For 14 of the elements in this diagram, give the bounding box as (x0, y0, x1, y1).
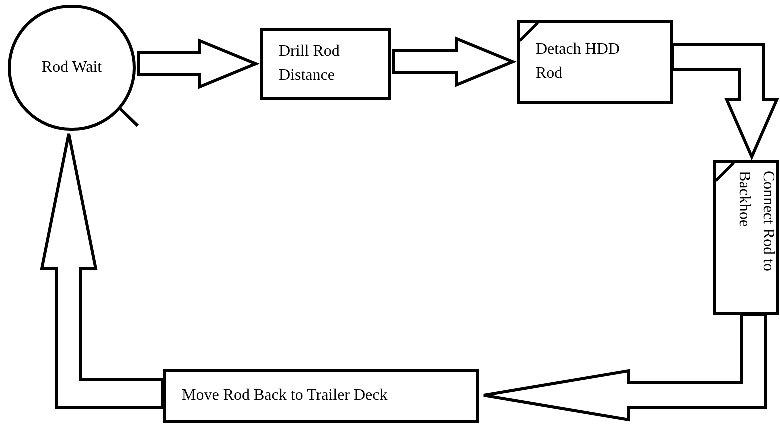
node-label: Move Rod Back to Trailer Deck (182, 386, 388, 406)
block-arrow (40, 132, 164, 410)
process-box (260, 28, 391, 100)
node-label: Detach HDD Rod (536, 40, 621, 84)
process-box (713, 160, 779, 315)
node-label: Rod Wait (42, 58, 102, 78)
process-box (163, 369, 479, 423)
block-arrow (138, 38, 260, 90)
node-label: Connect Rod to Backhoe (735, 171, 778, 274)
block-arrow (392, 36, 517, 88)
node-label: Drill Rod Distance (279, 42, 341, 86)
block-arrow (672, 44, 780, 161)
block-arrow (482, 314, 768, 422)
process-box (517, 20, 673, 104)
